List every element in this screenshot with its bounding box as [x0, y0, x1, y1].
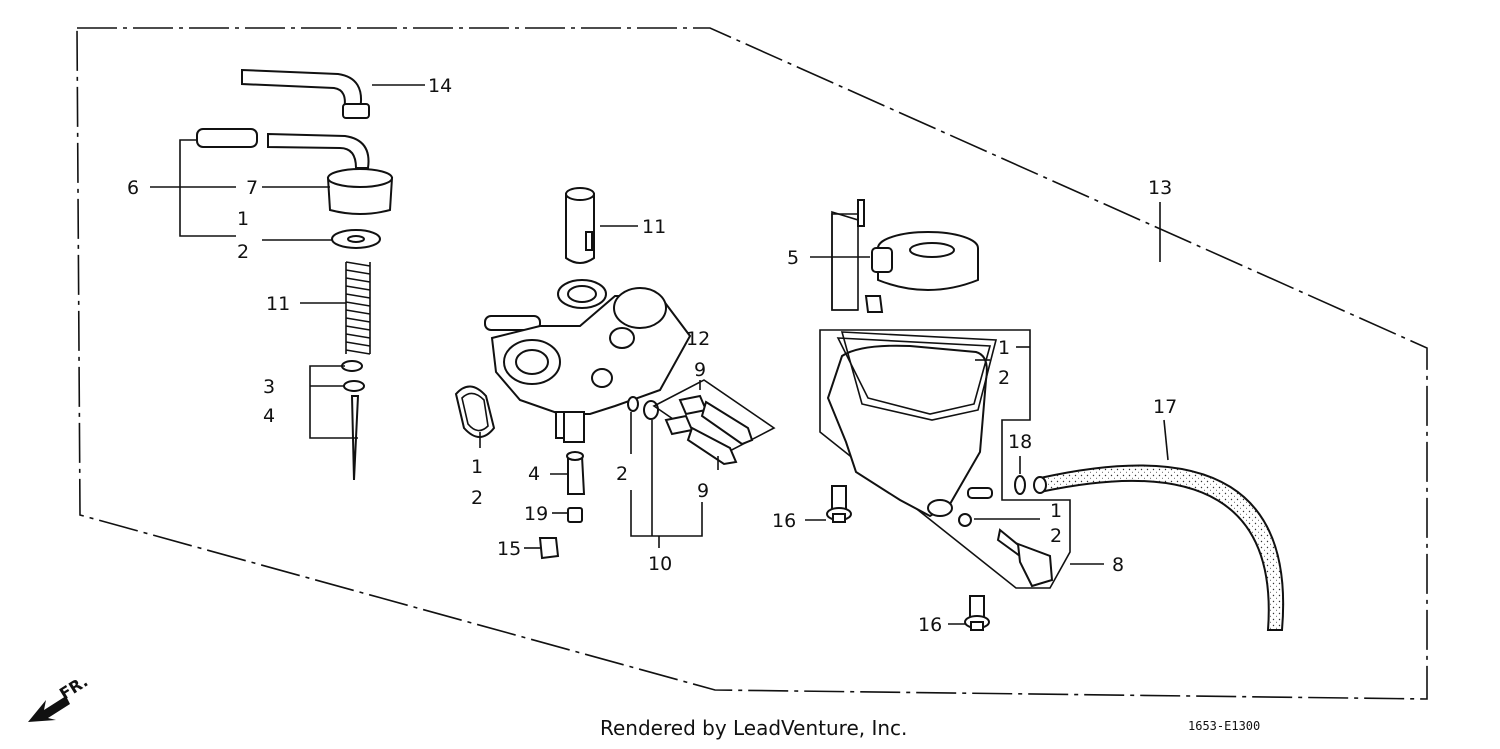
callout-11: 11: [642, 216, 666, 238]
drain-tube-part: [1033, 464, 1285, 631]
clip-part: [1014, 475, 1026, 495]
assembly-boundary: [76, 27, 1428, 700]
callout-12: 12: [686, 328, 710, 350]
callout-2: 2: [998, 367, 1010, 389]
callout-6: 6: [127, 177, 139, 199]
callout-4: 4: [263, 405, 275, 427]
hose-joint-part: [196, 128, 258, 148]
washer-part: [331, 229, 381, 249]
main-jet-part: [567, 507, 583, 523]
bolt-upper-part: [826, 485, 852, 523]
throttle-valve-part: [565, 187, 595, 264]
fuel-tube-part: [241, 68, 370, 119]
drain-screw-part: [958, 513, 1054, 588]
leader-lines: [150, 84, 1169, 625]
callout-2: 2: [237, 241, 249, 263]
callout-4: 4: [528, 463, 540, 485]
callout-10: 10: [648, 553, 672, 575]
needle-clip-part: [341, 360, 365, 481]
callout-1: 1: [471, 456, 483, 478]
pilot-jet-part: [538, 537, 560, 560]
callout-7: 7: [246, 177, 258, 199]
callout-18: 18: [1008, 431, 1032, 453]
callout-9: 9: [697, 480, 709, 502]
callout-19: 19: [524, 503, 548, 525]
callout-2: 2: [616, 463, 628, 485]
callout-9: 9: [694, 359, 706, 381]
o-rings-part: [627, 396, 659, 420]
screw-set-part: [652, 379, 776, 466]
float-part: [831, 199, 979, 313]
callout-15: 15: [497, 538, 521, 560]
spring-part: [345, 261, 371, 355]
callout-2: 2: [471, 487, 483, 509]
cap-nut-part: [267, 132, 394, 215]
front-marker-text: FR.: [56, 672, 91, 704]
bolt-lower-part: [964, 595, 990, 631]
callout-16: 16: [918, 614, 942, 636]
callout-8: 8: [1112, 554, 1124, 576]
callout-1: 1: [998, 337, 1010, 359]
callout-13: 13: [1148, 177, 1172, 199]
front-arrow-icon: FR.: [28, 672, 91, 722]
callout-1: 1: [237, 208, 249, 230]
callout-3: 3: [263, 376, 275, 398]
carburetor-body-part: [484, 279, 692, 443]
diagram-code: 1653-E1300: [1188, 719, 1261, 733]
float-chamber-part: [819, 329, 1071, 589]
needle-jet-part: [566, 451, 586, 495]
callout-2: 2: [1050, 525, 1062, 547]
callout-14: 14: [428, 75, 452, 97]
callout-5: 5: [787, 247, 799, 269]
callout-17: 17: [1153, 396, 1177, 418]
callout-16: 16: [772, 510, 796, 532]
footer-credit: Rendered by LeadVenture, Inc.: [600, 716, 908, 740]
callout-11: 11: [266, 293, 290, 315]
gasket-left-part: [454, 385, 496, 438]
callout-1: 1: [1050, 500, 1062, 522]
